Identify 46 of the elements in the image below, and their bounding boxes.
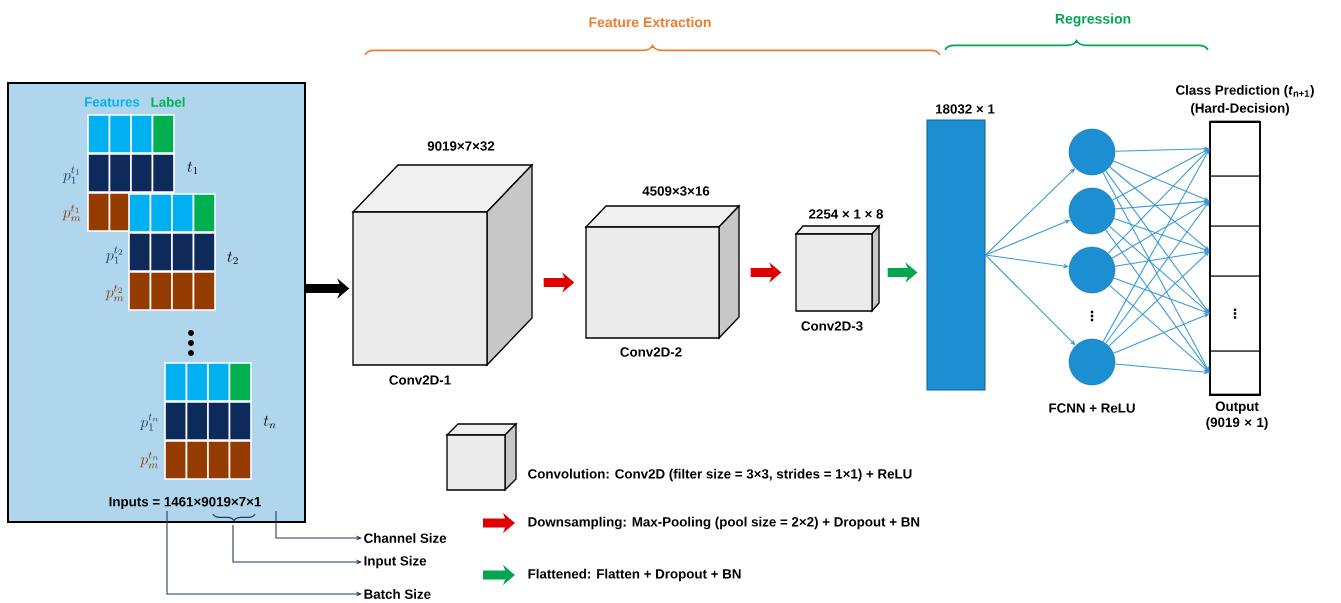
- connection-arrow: [1108, 251, 1210, 347]
- row-label: $p_1^{t_n}$: [139, 413, 158, 431]
- size-label: Batch Size: [364, 589, 431, 599]
- row-label: $p_m^{t_n}$: [139, 451, 158, 469]
- section-heading: Feature Extraction: [589, 16, 711, 28]
- legend-text: Downsampling: Max-Pooling (pool size = 2×2) + Dropout + BN: [528, 516, 920, 530]
- layer-label: Conv2D-1: [389, 375, 451, 385]
- connection-arrow: [1105, 201, 1210, 344]
- inputs-formula: Inputs = 1461×9019×7×1: [109, 496, 261, 510]
- neuron-circle: [1068, 246, 1116, 294]
- neuron-circle: [1068, 187, 1116, 235]
- dimension-label: 9019×7×32: [427, 141, 495, 151]
- dimension-label: 2254 × 1 × 8: [809, 209, 884, 219]
- time-label: $t_2$: [227, 251, 238, 265]
- column-heading: Features: [85, 97, 140, 107]
- output-cell: ⋮: [1209, 275, 1261, 352]
- row-label: $p_m^{t_2}$: [105, 284, 124, 302]
- layer-label: FCNN + ReLU: [1049, 403, 1135, 413]
- legend-text: Convolution: Conv2D (filter size = 3×3, strides = 1×1) + ReLU: [528, 468, 912, 482]
- time-label: $t_1$: [187, 161, 198, 175]
- layer-label: Conv2D-3: [801, 321, 863, 331]
- connection-arrow: [985, 254, 1076, 346]
- neuron-circle: [1068, 338, 1116, 386]
- column-subheading: (Hard-Decision): [1191, 102, 1289, 116]
- size-label: Channel Size: [364, 533, 447, 543]
- connection-arrow: [1109, 284, 1210, 373]
- neuron-circle: [1068, 128, 1116, 176]
- legend-text: Flattened: Flatten + Dropout + BN: [528, 568, 741, 582]
- row-label: $p_1^{t_2}$: [105, 246, 123, 264]
- size-label: Input Size: [364, 555, 427, 569]
- ellipsis-label: ⋮: [1090, 310, 1094, 322]
- row-label: $p_1^{t_1}$: [62, 166, 79, 184]
- connection-arrow: [1109, 225, 1210, 314]
- dimension-label: 18032 × 1: [936, 104, 995, 114]
- dimension-label: 4509×3×16: [642, 186, 710, 196]
- output-cell: [1209, 350, 1261, 395]
- output-cell: [1209, 120, 1261, 177]
- output-cell: [1209, 175, 1261, 227]
- output-cell: [1209, 225, 1261, 277]
- layer-label: Conv2D-2: [620, 347, 682, 357]
- column-heading: Label: [151, 97, 185, 107]
- row-label: $p_m^{t_1}$: [62, 204, 81, 222]
- section-heading: Regression: [1055, 13, 1131, 27]
- column-caption: Output (9019 × 1): [1206, 401, 1268, 430]
- time-label: $t_n$: [263, 415, 276, 429]
- column-heading: Class Prediction (t$_{n+1}$): [1176, 84, 1314, 98]
